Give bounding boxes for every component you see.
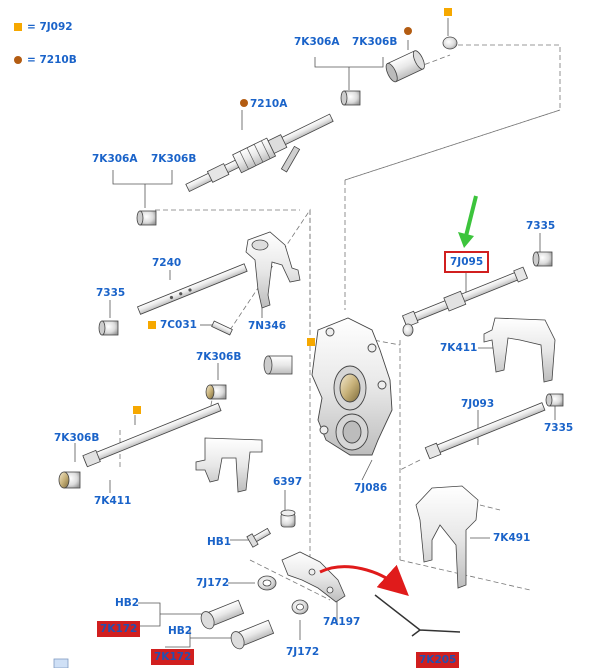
label-hb2-lower: HB2 [168, 625, 193, 637]
label-7k205-highlight: 7K205 [416, 652, 460, 668]
red-arrow [319, 564, 409, 597]
label-7k306b-low: 7K306B [196, 351, 242, 363]
label-7n346: 7N346 [248, 320, 287, 332]
label-hb1: HB1 [207, 536, 232, 548]
bolt-hb1 [246, 527, 271, 548]
corner-icon [53, 658, 69, 668]
shift-rail-7j093 [424, 393, 564, 460]
fork-7k411-right [483, 317, 556, 383]
label-7c031: 7C031 [160, 319, 197, 331]
label-7j086: 7J086 [354, 482, 388, 494]
legend-code-1: 7J092 [39, 21, 73, 33]
label-7k411-right: 7K411 [440, 342, 478, 354]
legend-square-marker [14, 23, 22, 31]
marker-7j092-shaft [133, 406, 141, 414]
label-7j172-lower: 7J172 [286, 646, 320, 658]
label-7k306a-top: 7K306A [294, 36, 340, 48]
label-7j172-upper: 7J172 [196, 577, 230, 589]
label-7a197: 7A197 [323, 616, 361, 628]
shift-rail-7240 [98, 231, 301, 336]
fork-7k411-left [195, 437, 263, 493]
legend-circle-marker [14, 56, 22, 64]
part-7k205 [374, 594, 461, 637]
green-arrow [458, 195, 478, 248]
label-6397: 6397 [273, 476, 303, 488]
label-7j093: 7J093 [461, 398, 495, 410]
legend-circle-text: = 7210B [27, 54, 77, 66]
legend-square-text: = 7J092 [27, 21, 73, 33]
legend-eq-1: = [27, 21, 36, 33]
marker-7j092-7c031 [148, 321, 156, 329]
bolt-6397 [280, 509, 296, 528]
shift-rail-7j095 [401, 251, 553, 337]
leader-lines [74, 18, 556, 648]
legend-eq-2: = [27, 54, 36, 66]
label-7335-right-top: 7335 [526, 220, 556, 232]
shift-rail-lower-left [58, 355, 293, 493]
legend-code-2: 7210B [39, 54, 77, 66]
marker-7210b-top [404, 27, 412, 35]
fork-7n346 [245, 231, 301, 309]
fork-7k491 [415, 485, 479, 589]
label-7k172-highlight-2: 7K172 [151, 649, 195, 665]
marker-7210b-7210a [240, 99, 248, 107]
label-hb2-upper: HB2 [115, 597, 140, 609]
label-7240: 7240 [152, 257, 182, 269]
label-7k172-highlight-1: 7K172 [97, 621, 141, 637]
top-shaft-assembly [136, 36, 458, 226]
label-7335-left: 7335 [96, 287, 126, 299]
label-7j095-boxed: 7J095 [444, 251, 490, 273]
label-7210a: 7210A [250, 98, 288, 110]
label-7k411-left: 7K411 [94, 495, 132, 507]
label-7k491: 7K491 [493, 532, 531, 544]
interlock-plate-7j086 [311, 317, 393, 456]
label-7k306b-shaft: 7K306B [54, 432, 100, 444]
label-7335-right-low: 7335 [544, 422, 574, 434]
label-7k306a-mid: 7K306A [92, 153, 138, 165]
lower-fasteners [200, 551, 346, 650]
label-7k306b-mid: 7K306B [151, 153, 197, 165]
marker-7j092-plate [307, 338, 315, 346]
marker-7j092-top [444, 8, 452, 16]
label-7k306b-top: 7K306B [352, 36, 398, 48]
